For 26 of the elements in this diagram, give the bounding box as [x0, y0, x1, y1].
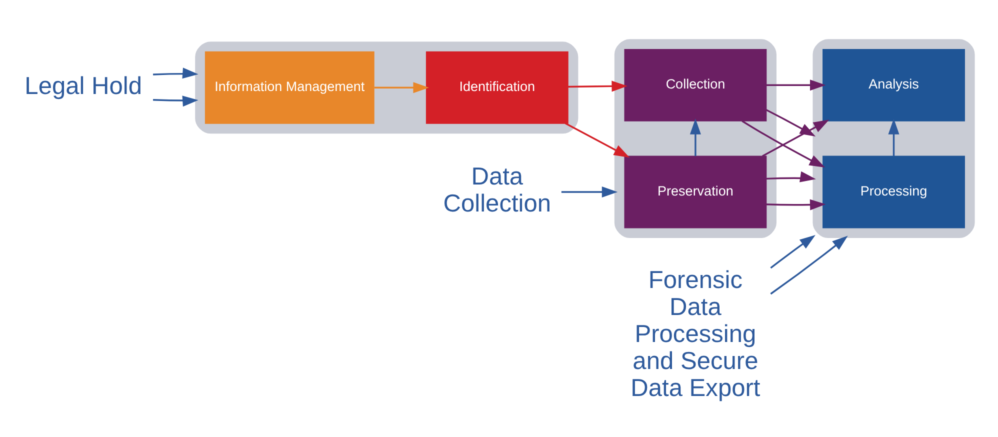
node-box: Identification: [426, 50, 568, 124]
arrow: [568, 80, 628, 92]
arrow: [766, 198, 826, 210]
node-text: Data Collection: [443, 163, 552, 218]
node-box: Collection: [624, 48, 767, 121]
arrow: [770, 234, 816, 268]
node-text: Legal Hold: [24, 72, 142, 100]
arrow: [374, 82, 429, 93]
arrow: [742, 120, 826, 168]
arrow: [770, 235, 848, 294]
arrow: [690, 118, 701, 156]
cluster: [195, 41, 578, 134]
arrow: [766, 108, 816, 136]
arrow: [766, 79, 826, 90]
arrow: [153, 67, 198, 78]
node-box: Analysis: [822, 48, 965, 121]
arrow: [762, 119, 830, 156]
node-text: Forensic Data Processing and Secure Data Export: [630, 266, 760, 402]
arrow: [888, 118, 900, 156]
node-box: Preservation: [624, 155, 767, 228]
node-box: Information Management: [204, 50, 374, 124]
node-box: Processing: [822, 155, 965, 228]
arrow: [564, 122, 630, 158]
arrow: [561, 186, 618, 197]
arrow: [766, 170, 816, 182]
arrow: [153, 95, 198, 106]
